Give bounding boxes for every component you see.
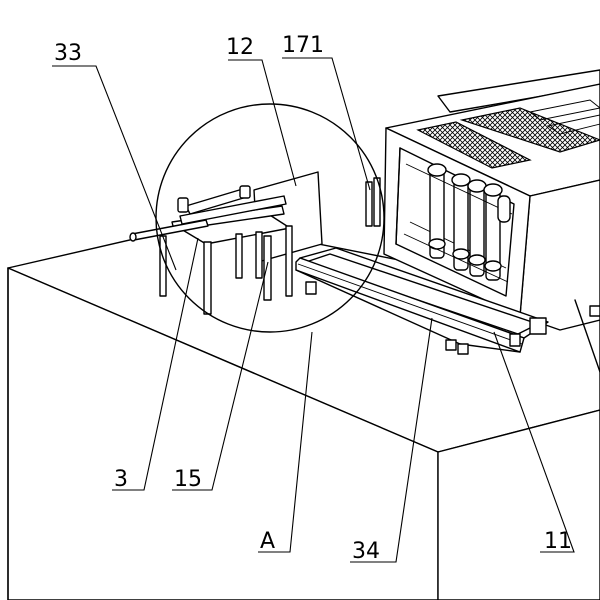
label-34: 34 <box>352 539 380 564</box>
clamp-stand <box>129 185 293 315</box>
label-11: 11 <box>544 529 572 554</box>
label-171: 171 <box>282 33 324 58</box>
conveyor <box>295 247 549 355</box>
roller-stack <box>403 163 513 283</box>
label-15: 15 <box>174 467 202 492</box>
leader-lines <box>52 57 575 563</box>
reference-labels: 33 12 171 3 15 A 34 11 <box>54 33 572 564</box>
label-33: 33 <box>54 41 82 66</box>
label-3: 3 <box>114 467 128 492</box>
label-12: 12 <box>226 35 254 60</box>
label-a: A <box>260 529 275 554</box>
roller-unit <box>383 69 600 373</box>
